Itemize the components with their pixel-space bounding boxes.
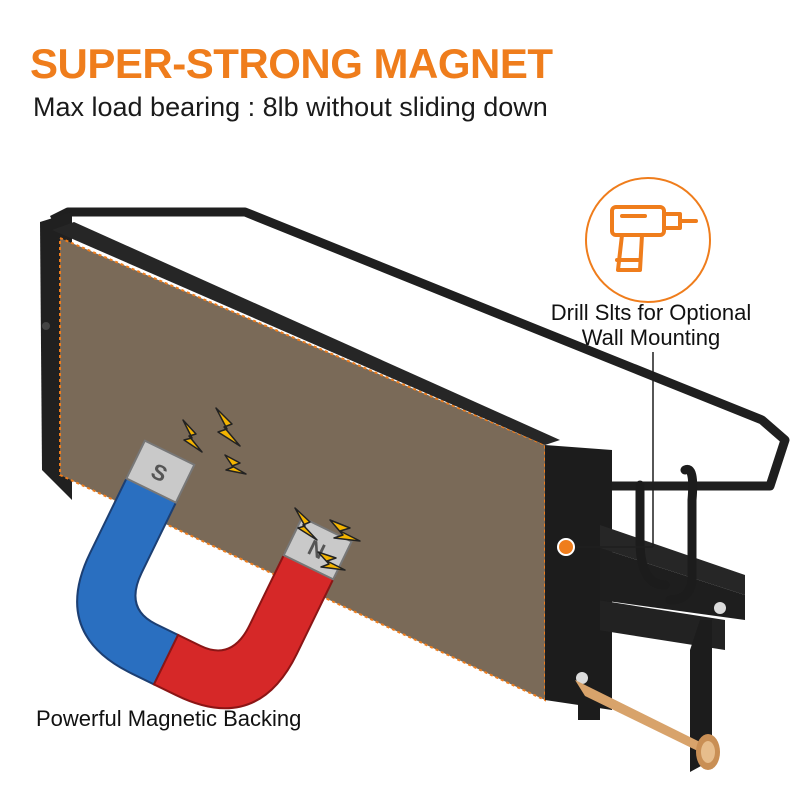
drill-callout-line2: Wall Mounting [581,325,721,350]
hanging-hooks [635,465,698,605]
drill-icon [585,177,711,303]
lightning-icon [182,407,361,571]
horseshoe-magnet-icon: S N [76,439,353,710]
headline-title: SUPER-STRONG MAGNET [30,40,553,87]
drill-slot-marker [557,538,575,556]
headline-subtitle: Max load bearing : 8lb without sliding d… [33,92,548,122]
rack-top-rail [49,207,790,491]
drill-callout-line1: Drill Slts for Optional [550,300,752,325]
wooden-dowel [575,680,720,770]
left-plate-slot [42,322,50,330]
rack-front-plate-top [52,222,560,445]
magnetic-backing-callout: Powerful Magnetic Backing [36,706,302,731]
drill-slots-callout: Drill Slts for Optional Wall Mounting [520,300,782,350]
